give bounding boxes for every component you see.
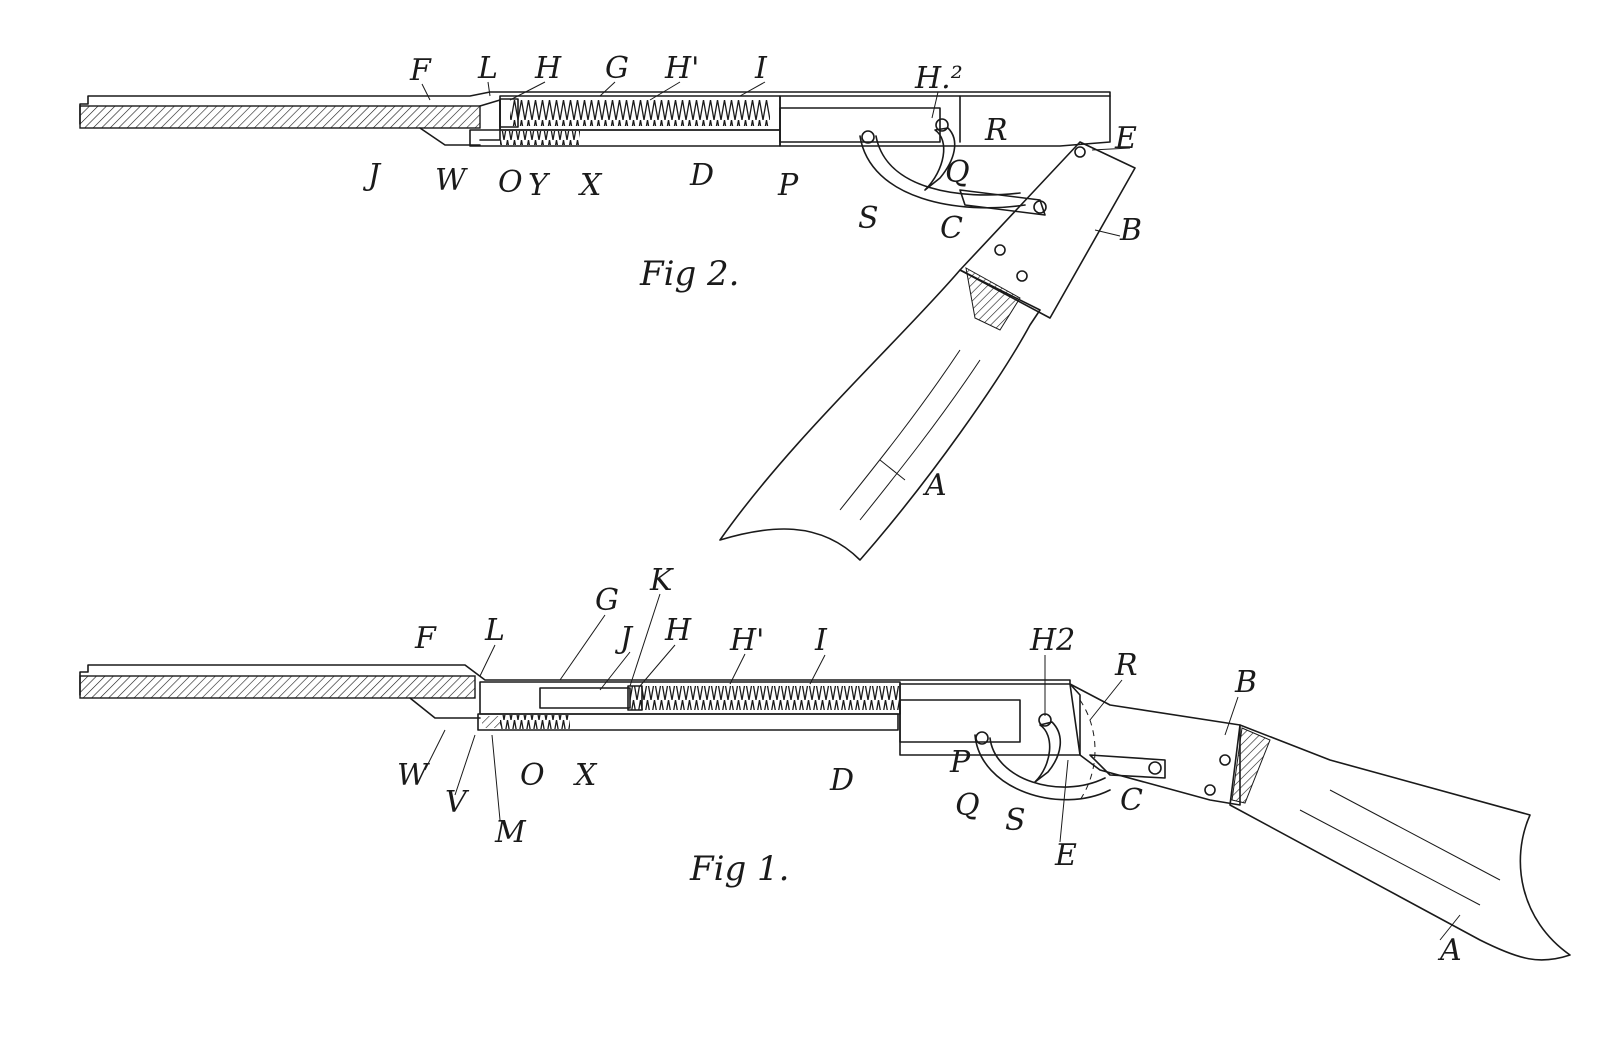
fig1-label-d: D <box>829 763 854 798</box>
fig1-plunger-p <box>899 699 1021 743</box>
fig1-label-h: H <box>664 613 692 648</box>
fig2-receiver <box>959 141 1136 319</box>
fig2-trigger-guard <box>859 135 1026 209</box>
figure-2-labels: F L H G H' I H.² R E J W O Y X D P Q S C… <box>362 51 1142 503</box>
fig2-label-o: O <box>498 165 523 200</box>
fig2-stock <box>719 269 1041 561</box>
fig2-barrel <box>79 105 481 129</box>
fig2-mainspring <box>510 100 770 126</box>
fig2-label-p: P <box>777 168 799 203</box>
fig1-label-l: L <box>484 613 505 648</box>
fig2-caption: Fig 2. <box>639 254 739 294</box>
fig2-label-l: L <box>477 51 498 86</box>
fig1-label-m: M <box>494 815 527 850</box>
fig1-label-f: F <box>414 621 437 656</box>
fig1-label-s: S <box>1005 803 1026 838</box>
fig2-trigger <box>924 127 956 191</box>
fig1-label-v: V <box>445 785 470 820</box>
fig2-label-e: E <box>1114 121 1137 156</box>
fig2-label-f: F <box>409 53 432 88</box>
fig1-label-e: E <box>1054 838 1077 873</box>
fig1-trigger <box>1034 721 1061 783</box>
fig2-label-h-prime: H' <box>664 51 699 86</box>
fig1-label-j: J <box>614 621 634 656</box>
fig1-label-k: K <box>649 563 674 598</box>
fig2-label-h: H <box>534 51 562 86</box>
fig1-label-r: R <box>1114 648 1138 683</box>
fig1-label-i: I <box>814 623 828 658</box>
fig1-barrel <box>79 675 476 699</box>
fig2-label-d: D <box>689 158 714 193</box>
fig1-label-o: O <box>520 758 545 793</box>
fig1-caption: Fig 1. <box>689 849 789 889</box>
fig2-label-i: I <box>754 51 768 86</box>
fig2-label-j: J <box>362 158 382 193</box>
fig1-label-b: B <box>1234 665 1257 700</box>
figure-2 <box>79 91 1136 561</box>
figure-1 <box>79 664 1571 961</box>
fig1-stock <box>1229 724 1571 961</box>
fig1-label-a: A <box>1437 933 1462 968</box>
figure-1-labels: F L G K J H H' I H2 R B W V M O X D P Q … <box>397 563 1462 968</box>
fig1-mainspring <box>630 686 900 710</box>
fig1-label-q: Q <box>955 788 980 823</box>
fig2-label-b: B <box>1119 213 1142 248</box>
fig2-label-a: A <box>922 468 947 503</box>
fig2-label-w: W <box>435 163 468 198</box>
fig1-label-h-prime: H' <box>729 623 764 658</box>
fig2-label-c: C <box>940 211 963 246</box>
fig1-lower-tube <box>477 713 899 731</box>
fig1-receiver <box>1069 683 1241 806</box>
fig1-label-c: C <box>1120 783 1143 818</box>
fig1-trigger-guard <box>974 734 1111 801</box>
fig2-plunger-p <box>779 107 941 143</box>
fig2-label-h2: H.² <box>914 61 963 96</box>
fig1-label-x: X <box>573 758 598 793</box>
fig1-label-g: G <box>595 583 619 618</box>
fig2-label-q: Q <box>945 155 970 190</box>
fig2-label-y: Y <box>528 168 551 203</box>
fig2-label-x: X <box>578 168 603 203</box>
fig1-label-w: W <box>397 758 430 793</box>
fig1-label-p: P <box>949 745 971 780</box>
fig2-label-g: G <box>605 51 629 86</box>
fig2-label-r: R <box>984 113 1008 148</box>
fig2-label-s: S <box>858 201 879 236</box>
fig1-label-h2: H2 <box>1029 623 1075 658</box>
